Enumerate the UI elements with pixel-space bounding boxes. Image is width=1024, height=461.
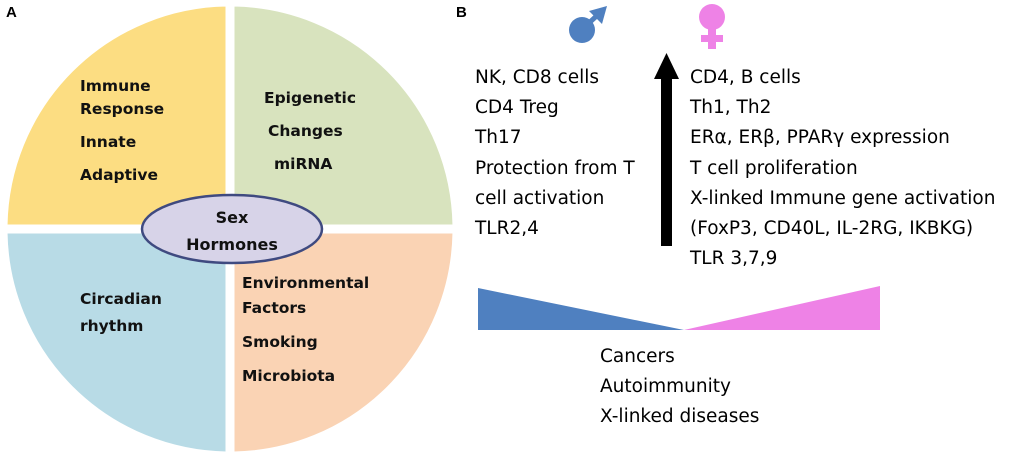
female-effect-item: ERα, ERβ, PPARγ expression	[690, 127, 950, 149]
outcome-item: X-linked diseases	[600, 406, 760, 427]
female-effect-item: T cell proliferation	[690, 157, 858, 179]
female-effect-item: X-linked Immune gene activation	[690, 187, 996, 209]
sex-hormones-line-2: Hormones	[186, 235, 278, 254]
immune-line-4: Adaptive	[80, 166, 158, 184]
female-symbol-icon	[699, 4, 725, 49]
male-effect-item: TLR2,4	[475, 217, 539, 239]
epigenetic-line-3: miRNA	[274, 155, 332, 173]
circadian-line-2: rhythm	[80, 317, 143, 335]
male-effect-item: CD4 Treg	[475, 97, 559, 119]
circadian-line-1: Circadian	[80, 290, 162, 308]
male-effects-list: NK, CD8 cells CD4 Treg Th17 Protection f…	[475, 63, 635, 244]
female-effect-item: (FoxP3, CD40L, IL-2RG, IKBKG)	[690, 217, 974, 239]
male-wedge	[478, 288, 684, 330]
quadrant-immune-response	[6, 5, 227, 226]
outcomes-list: Cancers Autoimmunity X-linked diseases	[600, 342, 759, 432]
epigenetic-line-2: Changes	[268, 122, 343, 140]
environmental-line-2: Factors	[242, 299, 306, 317]
female-effect-item: CD4, B cells	[690, 67, 801, 88]
female-effects-list: CD4, B cells Th1, Th2 ERα, ERβ, PPARγ ex…	[690, 63, 995, 274]
quadrant-environmental-factors	[233, 232, 454, 453]
environmental-line-1: Environmental	[242, 274, 369, 292]
panel-a-label: A	[6, 4, 17, 21]
environmental-line-4: Microbiota	[242, 367, 335, 385]
up-arrow-icon	[654, 53, 679, 246]
immune-line-3: Innate	[80, 133, 136, 151]
immune-line-2: Response	[80, 100, 164, 118]
female-effect-item: TLR 3,7,9	[690, 248, 778, 270]
quadrant-circadian-rhythm	[6, 232, 227, 453]
quadrant-epigenetic-changes	[233, 5, 454, 226]
male-effect-item: Th17	[475, 127, 522, 149]
panel-b-label: B	[456, 4, 467, 21]
environmental-line-3: Smoking	[242, 333, 318, 351]
female-effect-item: Th1, Th2	[690, 97, 772, 119]
female-wedge	[684, 286, 880, 330]
epigenetic-line-1: Epigenetic	[264, 89, 356, 107]
outcome-item: Cancers	[600, 346, 675, 367]
male-effect-item: NK, CD8 cells	[475, 67, 600, 88]
outcome-item: Autoimmunity	[600, 376, 731, 397]
male-effect-item: cell activation	[475, 187, 605, 209]
sex-hormones-line-1: Sex	[216, 208, 249, 227]
male-symbol-icon	[569, 6, 607, 43]
male-effect-item: Protection from T	[475, 157, 635, 179]
immune-line-1: Immune	[80, 77, 151, 95]
sex-hormones-ellipse	[140, 193, 324, 265]
